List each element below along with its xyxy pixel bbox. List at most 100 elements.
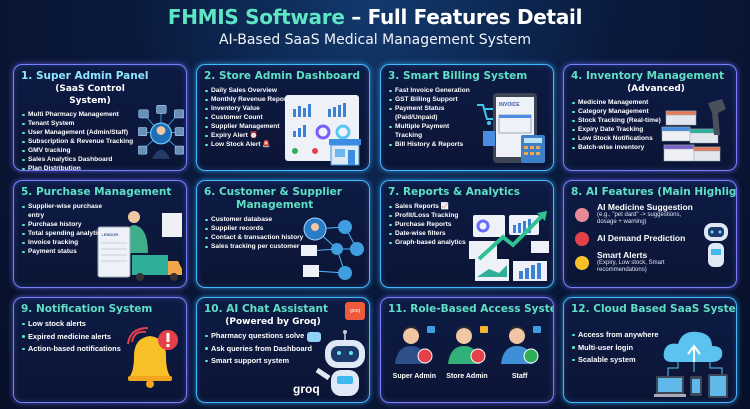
admin-network-icon bbox=[137, 104, 185, 164]
feature-item: Customer database bbox=[204, 215, 304, 224]
card-title: 9. Notification System bbox=[21, 303, 153, 315]
feature-item: Subscription & Revenue Tracking bbox=[21, 137, 179, 146]
ai-feature: AI Demand Prediction bbox=[571, 229, 701, 247]
feature-item: Multi Pharmacy Management bbox=[21, 110, 179, 119]
ai-feature-title: Smart Alerts bbox=[597, 250, 648, 260]
feature-card-1: 1. Super Admin Panel(SaaS Control System… bbox=[13, 64, 187, 171]
groq-logo: groq bbox=[345, 302, 365, 320]
feature-item: Pharmacy questions solve bbox=[204, 331, 362, 342]
feature-item: Purchase history bbox=[21, 220, 109, 229]
feature-item: Purchase Reports bbox=[388, 220, 476, 229]
feature-item: Inventory Value bbox=[204, 104, 362, 113]
feature-item: Supplier-wise purchase entry bbox=[21, 202, 109, 220]
svg-text:VENDOR: VENDOR bbox=[101, 232, 118, 237]
purchase-truck-icon: VENDOR bbox=[92, 209, 184, 287]
ai-feature-desc: (Expiry, Low stock, Smart recommendation… bbox=[597, 260, 665, 273]
ai-feature-title: AI Demand Prediction bbox=[597, 233, 686, 243]
feature-item: GST Billing Support bbox=[388, 95, 476, 104]
feature-item: Date-wise filters bbox=[388, 229, 476, 238]
card-title: 3. Smart Billing System bbox=[388, 70, 528, 82]
card-title: 6. Customer & Supplier bbox=[204, 186, 342, 198]
robot-icon bbox=[704, 223, 728, 267]
role-avatar-icon bbox=[395, 326, 436, 364]
role-avatar-icon bbox=[447, 326, 488, 364]
feature-card-10: 10. AI Chat Assistant (Powered by Groq) Ph… bbox=[196, 297, 370, 403]
feature-item: Payment Status (Paid/Unpaid) bbox=[388, 104, 476, 122]
role-label: Store Admin bbox=[446, 373, 488, 380]
feature-item: Smart support system bbox=[204, 356, 362, 367]
feature-item: Multi-user login bbox=[571, 343, 729, 354]
feature-item: Access from anywhere bbox=[571, 330, 729, 341]
feature-item: Graph-based analytics bbox=[388, 238, 476, 247]
header: FHMIS Software – Full Features Detail AI… bbox=[0, 4, 750, 50]
role-label: Staff bbox=[511, 373, 528, 380]
dashboard-store-icon bbox=[285, 95, 363, 170]
card-subtitle: (Powered by Groq) bbox=[225, 317, 321, 327]
role-avatar-icon bbox=[500, 326, 541, 364]
title-accent: FHMIS Software bbox=[167, 5, 345, 29]
feature-item: Low Stock Notifications bbox=[571, 134, 729, 143]
feature-item: Supplier records bbox=[204, 224, 304, 233]
feature-item: Sales tracking per customer bbox=[204, 242, 304, 251]
card-title: 4. Inventory Management bbox=[571, 70, 724, 82]
feature-item: Tenant System bbox=[21, 119, 179, 128]
brain-icon bbox=[575, 208, 589, 222]
feature-item: Stock Tracking (Real-time) bbox=[571, 116, 729, 125]
title-rest: – Full Features Detail bbox=[344, 5, 583, 29]
siren-icon bbox=[575, 256, 589, 270]
ai-feature-desc: (e.g., "pet dard" -> suggestions, dosage… bbox=[597, 212, 682, 225]
feature-item: Customer Count bbox=[204, 113, 362, 122]
groq-wordmark: groq bbox=[293, 382, 320, 396]
role-item: Staff bbox=[495, 324, 545, 380]
feature-item: Action-based notifications bbox=[21, 344, 179, 355]
page-title: FHMIS Software – Full Features Detail bbox=[0, 4, 750, 30]
feature-item: Bill History & Reports bbox=[388, 140, 476, 149]
medicine-boxes-scanner-icon bbox=[660, 95, 732, 170]
feature-item: Fast Invoice Generation bbox=[388, 86, 476, 95]
role-item: Super Admin bbox=[389, 324, 439, 380]
ai-feature: AI Medicine Suggestion(e.g., "pet dard" … bbox=[571, 202, 701, 226]
feature-item: Ask queries from Dashboard bbox=[204, 344, 362, 355]
customer-network-icon bbox=[301, 217, 365, 286]
feature-item: Contact & transaction history bbox=[204, 233, 304, 242]
feature-item: Scalable system bbox=[571, 355, 729, 366]
card-title: 8. AI Features (Main Highlight 🔥) bbox=[571, 186, 737, 198]
feature-item: Invoice tracking bbox=[21, 238, 109, 247]
feature-item: Daily Sales Overview bbox=[204, 86, 362, 95]
feature-item: Expiry Alert ⏰ bbox=[204, 131, 362, 140]
svg-text:INVOICE: INVOICE bbox=[499, 102, 520, 108]
ai-feature-title: AI Medicine Suggestion bbox=[597, 202, 693, 212]
card-title: 2. Store Admin Dashboard bbox=[204, 70, 361, 82]
feature-item: Multiple Payment Tracking bbox=[388, 122, 476, 140]
chat-robot-icon bbox=[307, 326, 365, 402]
bar-chart-icon bbox=[575, 232, 589, 246]
invoice-tablet-icon: INVOICE bbox=[475, 93, 551, 170]
feature-item: Sales Reports 📈 bbox=[388, 202, 476, 211]
role-item: Store Admin bbox=[442, 324, 492, 380]
card-title: 10. AI Chat Assistant bbox=[204, 303, 328, 315]
card-subtitle: (SaaS Control System) bbox=[55, 84, 125, 106]
feature-item: Expired medicine alerts bbox=[21, 332, 179, 343]
feature-item: Low Stock Alert 🚨 bbox=[204, 140, 362, 149]
card-title: 5. Purchase Management bbox=[21, 186, 172, 198]
feature-card-8: 8. AI Features (Main Highlight 🔥) AI Medi… bbox=[563, 180, 737, 288]
feature-item: GMV tracking bbox=[21, 146, 179, 155]
feature-item: Sales Analytics Dashboard bbox=[21, 155, 179, 164]
feature-item: Plan Distribution bbox=[21, 164, 179, 170]
feature-item: Profit/Loss Tracking bbox=[388, 211, 476, 220]
